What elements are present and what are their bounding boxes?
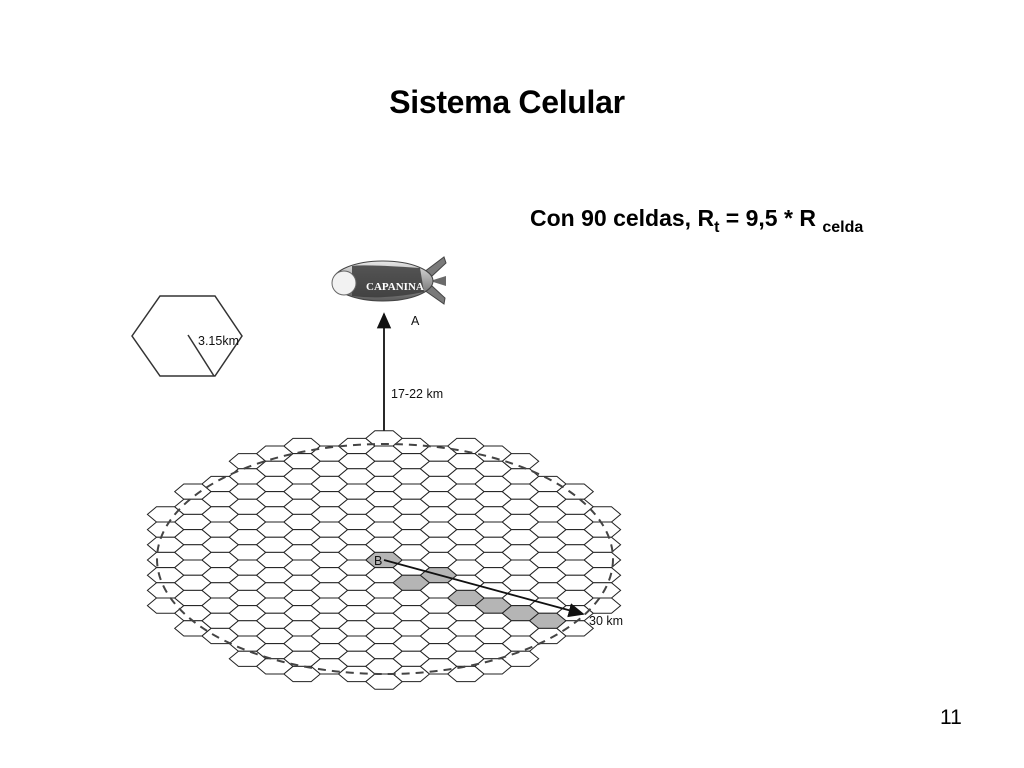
point-a-label: A [411,314,420,328]
formula: Con 90 celdas, Rt = 9,5 * R celda [530,205,863,236]
page-number: 11 [940,706,962,729]
airship-icon: CAPANINA [331,256,447,305]
cell [501,650,540,667]
cell-radius-label: 3.15km [198,334,239,348]
hexagonal-cell-grid [146,430,622,690]
cell [556,620,595,637]
formula-middle: = 9,5 * R [719,205,823,231]
airship-logo-text: CAPANINA [366,281,424,293]
cell [583,597,622,614]
point-b-label: B [374,554,382,568]
reference-cell-hexagon: 3.15km [131,295,243,377]
coverage-radius-label: 30 km [589,614,623,628]
coverage-radius-arrow [383,559,585,618]
formula-prefix: Con 90 celdas, R [530,205,715,231]
formula-subscript-t: t [714,219,720,236]
formula-subscript-celda: celda [822,219,864,236]
slide-title: Sistema Celular [389,84,625,120]
altitude-label: 17-22 km [391,387,443,401]
coverage-area-boundary [156,443,614,675]
